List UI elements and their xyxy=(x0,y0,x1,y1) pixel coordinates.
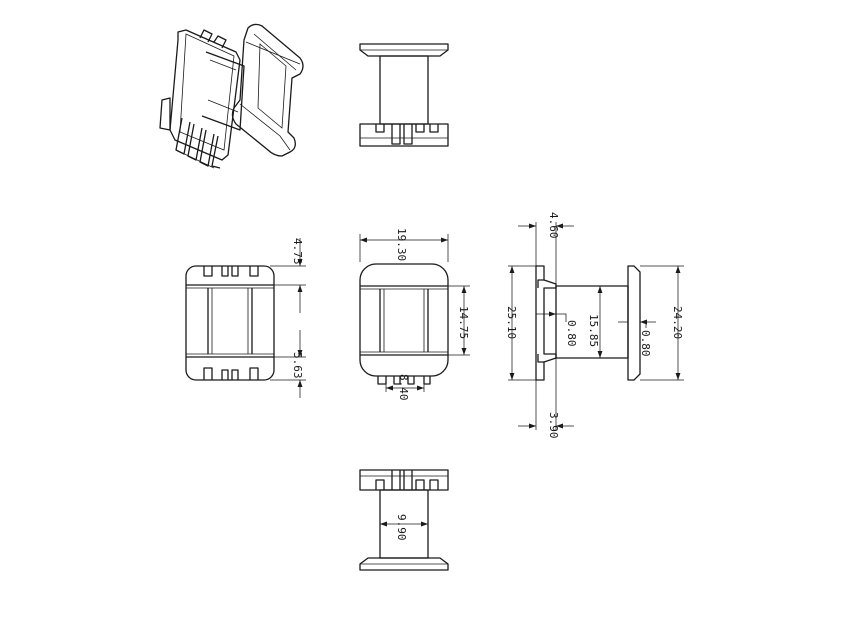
dim-0-80-left: 0.80 xyxy=(565,320,578,347)
dim-4-60: 4.60 xyxy=(547,212,560,239)
front-view-center: 19.30 14.75 8.40 xyxy=(359,228,470,401)
dim-4-73: 4.73 xyxy=(291,238,304,265)
bottom-view: 9.90 xyxy=(359,469,449,571)
dim-9-90: 9.90 xyxy=(395,514,408,541)
dim-5-63: 5.63 xyxy=(291,352,304,379)
dim-24-20: 24.20 xyxy=(671,306,684,339)
side-view-right: 4.60 25.10 0.80 15.85 0.80 24.20 3.90 xyxy=(505,212,684,439)
dim-0-80-right: 0.80 xyxy=(639,330,652,357)
top-view xyxy=(359,43,449,147)
dim-19-30: 19.30 xyxy=(395,228,408,261)
dim-3-90: 3.90 xyxy=(547,412,560,439)
dim-15-85: 15.85 xyxy=(587,314,600,347)
dim-14-75: 14.75 xyxy=(457,306,470,339)
dim-8-40: 8.40 xyxy=(397,374,410,401)
isometric-view xyxy=(159,23,304,169)
dim-25-10: 25.10 xyxy=(505,306,518,339)
front-view-left: 4.73 5.63 xyxy=(185,238,306,398)
